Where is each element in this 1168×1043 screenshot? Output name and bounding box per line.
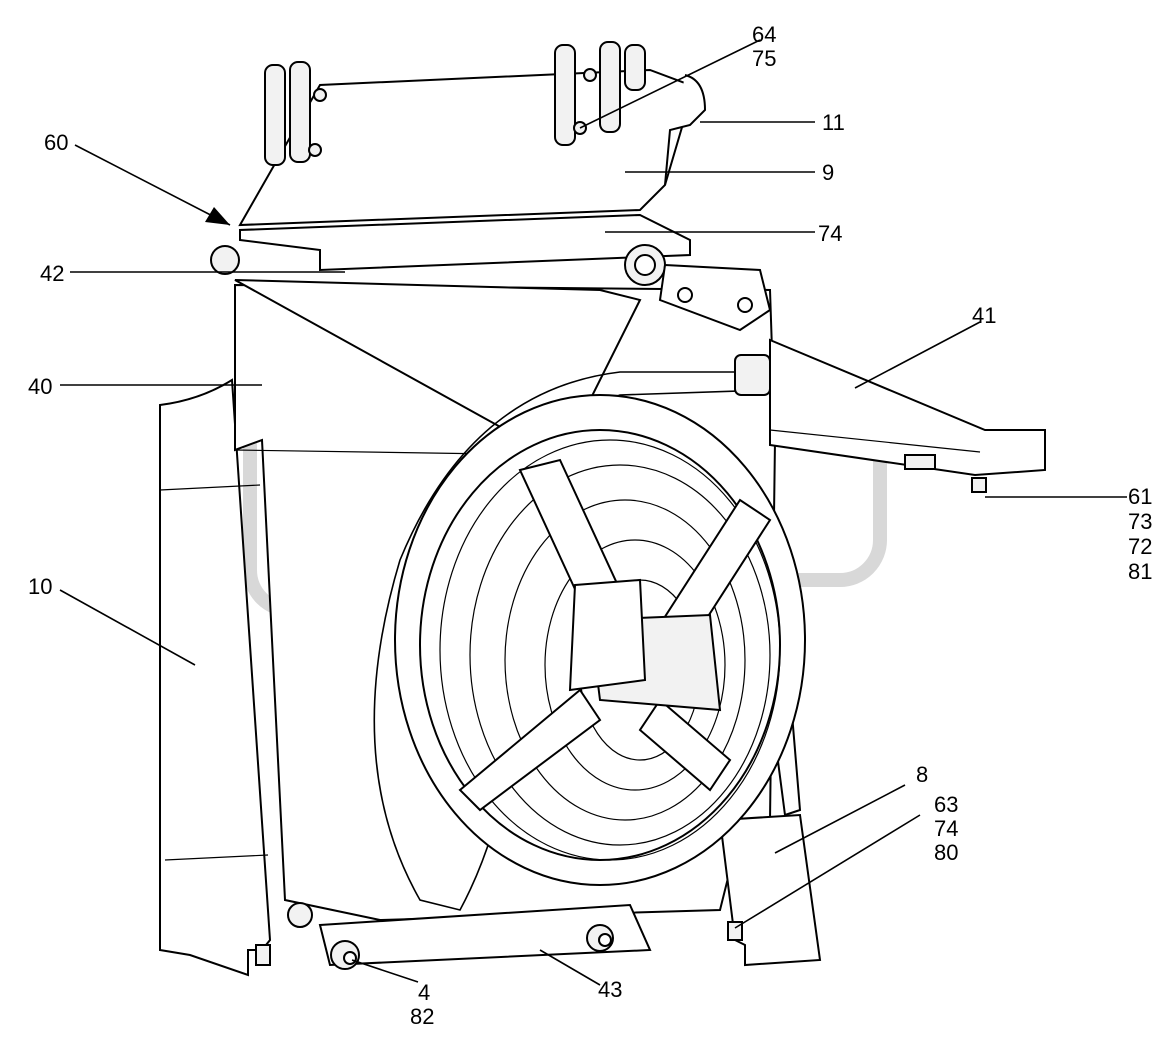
callout-labels: 60 64 75 11 9 74 42 41 40 61 73 72 81 (28, 22, 1159, 1029)
bottom-bracket (255, 902, 743, 970)
callout-63-74-80: 63 74 80 (934, 792, 965, 865)
side-panel-left (159, 378, 272, 977)
callout-42: 42 (40, 261, 64, 286)
callout-41: 41 (972, 303, 996, 328)
callout-8: 8 (916, 762, 928, 787)
callout-9: 9 (822, 160, 834, 185)
valve-block (658, 263, 772, 332)
callout-61-73-72-81: 61 73 72 81 (1128, 484, 1159, 584)
callout-43: 43 (598, 977, 622, 1002)
callout-60: 60 (44, 130, 68, 155)
callout-11: 11 (822, 110, 845, 135)
callout-64-75: 64 75 (752, 22, 783, 71)
callout-10: 10 (28, 574, 52, 599)
callout-74: 74 (818, 221, 842, 246)
top-cover (238, 41, 707, 227)
callout-4-82: 4 82 (410, 980, 436, 1029)
side-wing (769, 338, 1046, 493)
callout-40: 40 (28, 374, 52, 399)
leader-lines (59, 39, 1127, 986)
fan-assembly (394, 394, 806, 886)
